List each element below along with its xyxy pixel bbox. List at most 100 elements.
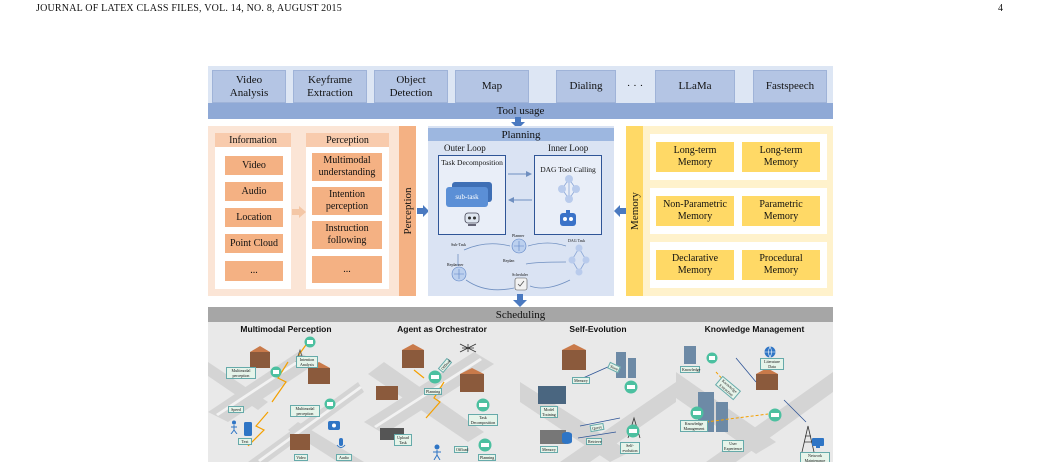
arrow-right-icon [508,171,532,177]
arrow-left-icon [508,197,532,203]
scene-label: Speed [228,406,244,413]
signal-icon [324,398,336,410]
person-icon [433,444,441,460]
signal-icon [304,336,316,348]
planner-label: Planner [512,233,525,238]
tool-dialing: Dialing [556,70,616,103]
perception-item-more: ... [312,256,382,283]
dag-graph-icon [568,244,590,276]
brain-icon [511,238,527,254]
globe-icon [764,346,776,358]
sub-task-label: Sub-Task [451,242,467,247]
microphone-icon [336,438,346,448]
signal-icon [768,408,782,422]
scheduler-icon [514,277,528,291]
database-icon [562,432,572,444]
monitor-icon [812,438,824,448]
information-title: Information [215,133,291,147]
perception-item-instruction: Instruction following [312,221,382,249]
scene-label: Model Training [540,406,558,418]
subtask-card: sub-task [446,187,488,207]
scene-label: Planning [478,454,496,461]
scene-title: Knowledge Management [704,324,805,334]
memory-long-term-1: Long-term Memory [656,142,734,172]
tool-map: Map [455,70,529,103]
signal-icon [478,438,492,452]
arrow-right-icon [292,206,306,218]
perception-item-intention: Intention perception [312,187,382,215]
tool-ellipsis: · · · [626,80,644,92]
perception-bar-label: Perception [401,187,414,235]
signal-icon [706,352,718,364]
info-item-location: Location [225,208,283,227]
tool-object-detection: Object Detection [374,70,448,103]
replanner-label: Replanner [447,262,464,267]
scene-label: Memory [540,446,558,453]
signal-icon [626,424,640,438]
brain-icon [451,266,467,282]
dag-tool-calling-label: DAG Tool Calling [540,165,596,174]
perception-item-multimodal: Multimodal understanding [312,153,382,181]
robot-icon [464,212,480,226]
scene-title: Agent as Orchestrator [397,324,487,334]
outer-loop-label: Outer Loop [444,143,486,153]
perception-title: Perception [306,133,389,147]
signal-icon [624,380,638,394]
tool-usage-label: Tool usage [496,105,545,117]
scene-agent-as-orchestrator: Agent as Orchestrator Offload Planning T… [364,322,520,462]
perception-bar: Perception [399,126,416,296]
dag-task-label: DAG Task [568,238,586,243]
replan-label: Replan [503,258,515,263]
perception-title-text: Perception [326,134,369,146]
scene-title: Self-Evolution [569,324,627,334]
arrow-down-icon [511,117,525,129]
phone-icon [244,422,252,436]
tool-llama: LLaMa [655,70,735,103]
inner-loop-label: Inner Loop [548,143,589,153]
arrow-right-icon [417,205,429,217]
scheduling-label: Scheduling [495,308,546,321]
tool-usage-bar: Tool usage [208,103,833,119]
scene-label: Memory [572,377,590,384]
scene-label: Intention Analysis [296,356,318,368]
scene-label: Multimodal perception [226,367,256,379]
scene-knowledge-management: Knowledge Management Literature Data Kno… [676,322,833,462]
tool-fastspeech: Fastspeech [753,70,827,103]
tool-keyframe-extraction: Keyframe Extraction [293,70,367,103]
memory-parametric: Parametric Memory [742,196,820,226]
planning-title: Planning [501,128,541,141]
camera-icon [328,421,340,430]
flow-arrows [457,242,571,291]
task-decomposition-label: Task Decomposition [441,158,503,167]
information-title-text: Information [229,134,277,146]
subtask-card-label: sub-task [455,193,479,201]
scene-label: Retrieve [586,438,602,445]
street-grid [364,343,494,442]
memory-long-term-2: Long-term Memory [742,142,820,172]
signal-icon [476,398,490,412]
memory-bar-label: Memory [628,192,641,230]
robot-icon [560,210,576,226]
info-item-point-cloud: Point Cloud [225,234,283,253]
signal-icon [270,366,282,378]
scene-label: Task Decomposition [468,414,498,426]
scene-label: Video [294,454,308,461]
scene-label: Self-evolution [620,442,640,454]
arrow-left-icon [614,205,626,217]
scene-label: Text [238,438,252,445]
scene-multimodal-perception: Multimodal Perception Intention Analysis… [208,322,364,462]
memory-bar: Memory [626,126,643,296]
scene-label: Offload [454,446,469,453]
planning-title-bar: Planning [428,128,614,141]
scene-label: Upload Task [394,434,412,446]
scene-self-evolution: Self-Evolution Store Memory Model Traini… [520,322,676,462]
memory-procedural: Procedural Memory [742,250,820,280]
memory-declarative: Declarative Memory [656,250,734,280]
info-item-video: Video [225,156,283,175]
arrow-down-icon [513,294,527,307]
scheduling-bar: Scheduling [208,307,833,322]
scene-label: Knowledge [680,366,701,373]
scene-label: User Experience [722,440,744,452]
scene-label: Planning [424,388,442,395]
person-icon [230,420,238,434]
